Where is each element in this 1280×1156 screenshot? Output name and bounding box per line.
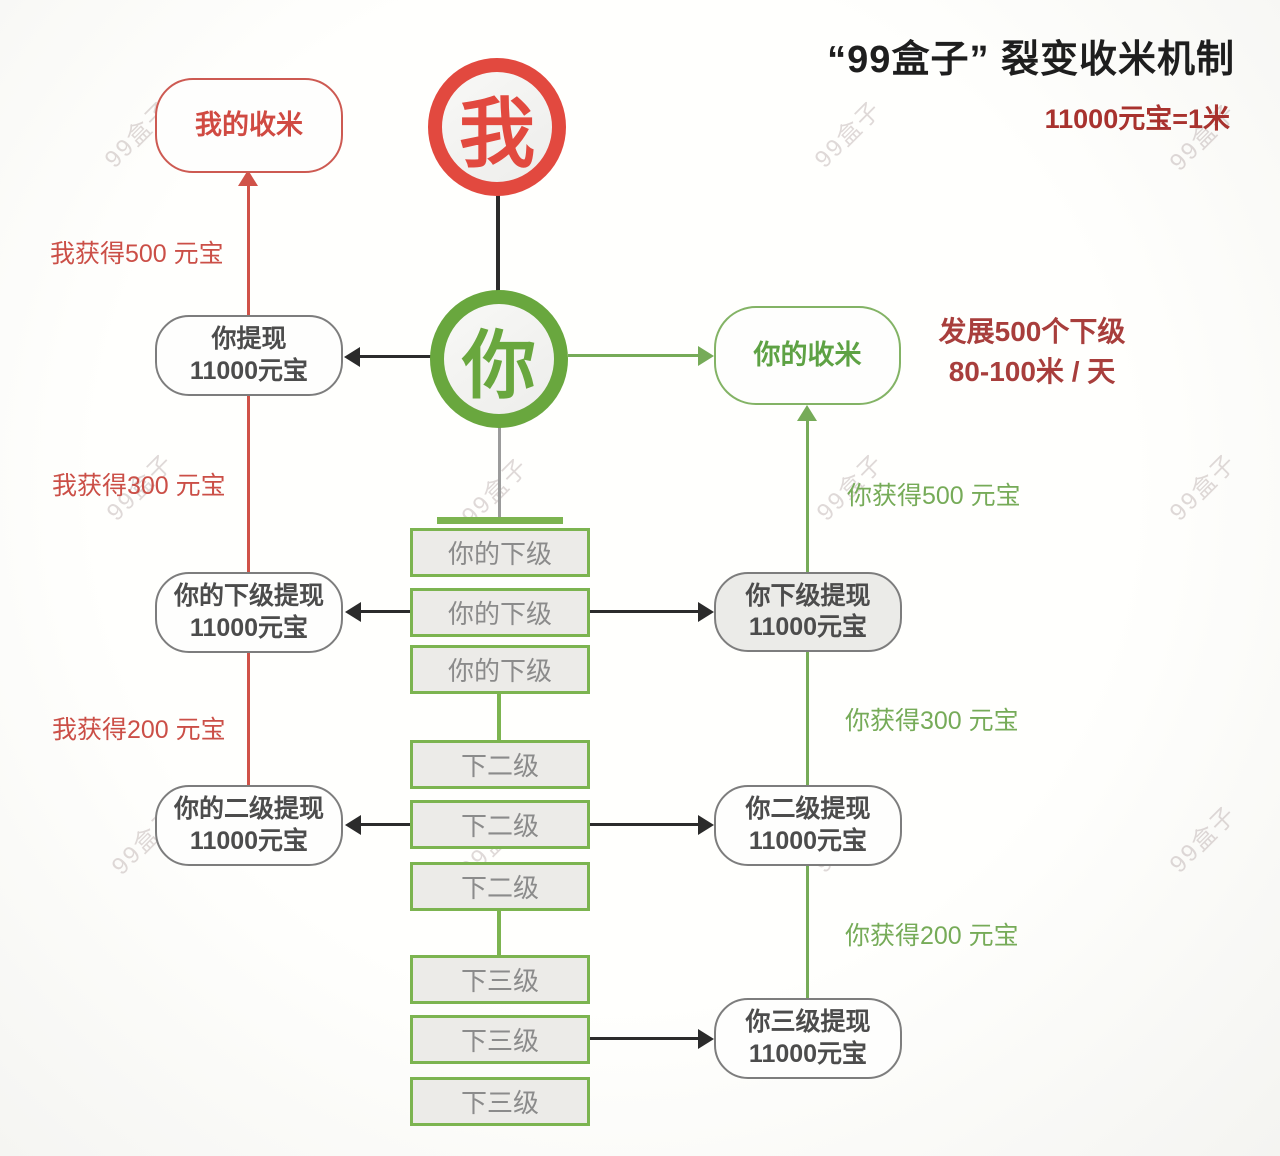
sub-box-1-label: 你的下级 [447, 539, 552, 569]
sub-box-3-label: 你的下级 [447, 656, 552, 686]
level2-box-1: 下二级 [410, 740, 590, 789]
your-reward-500-label: 你获得500 元宝 [847, 482, 1021, 510]
level3-withdraw-right-line2: 11000元宝 [748, 1039, 868, 1068]
you-circle-label: 你 [462, 323, 536, 407]
promo-line1: 发展500个下级 [938, 316, 1126, 347]
promo-note: 发展500个下级 80-100米 / 天 [912, 312, 1152, 392]
level2-right-line [590, 823, 700, 826]
you-withdraw-line2: 11000元宝 [189, 356, 309, 385]
sub-withdraw-box-right: 你下级提现 11000元宝 [714, 572, 902, 652]
my-reward-500-label: 我获得500 元宝 [50, 240, 224, 268]
green-up-arrowhead [797, 405, 817, 421]
exchange-rate-note: 11000元宝=1米 [1044, 104, 1230, 134]
your-reward-200-label: 你获得200 元宝 [845, 922, 1019, 950]
sub-box-1: 你的下级 [410, 528, 590, 577]
my-rice-label: 我的收米 [195, 109, 303, 140]
level1-right-arrowhead [698, 602, 714, 622]
red-up-arrowhead [238, 170, 258, 186]
level3-box-1-label: 下三级 [460, 966, 539, 996]
sub-box-2-label: 你的下级 [447, 599, 552, 629]
level1-right-line [590, 610, 700, 613]
level3-box-1: 下三级 [410, 955, 590, 1004]
level3-box-3: 下三级 [410, 1077, 590, 1126]
your-rice-label: 你的收米 [753, 339, 862, 370]
level2-box-1-label: 下二级 [460, 751, 539, 781]
level2-right-arrowhead [698, 815, 714, 835]
me-circle: 我 [428, 58, 566, 196]
your-rice-box: 你的收米 [714, 306, 901, 405]
watermark: 99盒子 [1164, 448, 1243, 527]
level3-box-3-label: 下三级 [460, 1088, 539, 1118]
level2-box-3: 下二级 [410, 862, 590, 911]
level1-left-arrowhead [345, 602, 361, 622]
you-withdraw-line [359, 355, 431, 358]
your-sub-withdraw-line1: 你的下级提现 [173, 582, 324, 611]
level2-box-2: 下二级 [410, 800, 590, 849]
your-level2-withdraw-line2: 11000元宝 [189, 826, 309, 855]
you-rice-arrowhead [698, 346, 714, 366]
level3-right-line [590, 1037, 700, 1040]
level3-box-2: 下三级 [410, 1015, 590, 1064]
level3-withdraw-box-right: 你三级提现 11000元宝 [714, 998, 902, 1079]
level3-withdraw-right-line1: 你三级提现 [745, 1008, 871, 1037]
sub-box-3: 你的下级 [410, 645, 590, 694]
you-stack-connector-line [498, 426, 501, 522]
you-withdraw-arrowhead [344, 347, 360, 367]
my-rice-box: 我的收米 [155, 78, 343, 173]
your-level2-withdraw-line1: 你的二级提现 [173, 795, 324, 824]
level2-left-arrowhead [345, 815, 361, 835]
level2-box-3-label: 下二级 [460, 873, 539, 903]
level3-box-2-label: 下三级 [460, 1026, 539, 1056]
you-circle: 你 [430, 290, 568, 428]
level1-level2-connector [497, 693, 501, 741]
level2-withdraw-box-right: 你二级提现 11000元宝 [714, 785, 902, 866]
red-reward-line [247, 184, 250, 785]
you-withdraw-box: 你提现 11000元宝 [155, 315, 343, 396]
you-rice-line [568, 354, 700, 357]
me-circle-label: 我 [459, 92, 535, 177]
level2-left-line [360, 823, 410, 826]
my-reward-200-label: 我获得200 元宝 [52, 716, 226, 744]
level1-left-line [360, 610, 410, 613]
sub-box-2: 你的下级 [410, 588, 590, 637]
level2-box-2-label: 下二级 [460, 811, 539, 841]
level2-withdraw-right-line2: 11000元宝 [748, 826, 868, 855]
level2-level3-connector [497, 910, 501, 956]
stack-top-bar [437, 517, 563, 524]
level3-right-arrowhead [698, 1029, 714, 1049]
level2-withdraw-right-line1: 你二级提现 [745, 795, 871, 824]
page-title: “99盒子” 裂变收米机制 [827, 39, 1235, 81]
green-reward-line [806, 419, 809, 998]
your-sub-withdraw-box: 你的下级提现 11000元宝 [155, 572, 343, 653]
you-withdraw-line1: 你提现 [211, 325, 287, 354]
promo-line2: 80-100米 / 天 [948, 355, 1116, 387]
sub-withdraw-right-line1: 你下级提现 [745, 581, 871, 610]
sub-withdraw-right-line2: 11000元宝 [748, 613, 868, 641]
your-level2-withdraw-box: 你的二级提现 11000元宝 [155, 785, 343, 866]
watermark: 99盒子 [1164, 800, 1243, 879]
my-reward-300-label: 我获得300 元宝 [52, 472, 226, 500]
your-sub-withdraw-line2: 11000元宝 [189, 613, 309, 642]
your-reward-300-label: 你获得300 元宝 [845, 707, 1019, 735]
me-you-connector-line [496, 194, 500, 292]
